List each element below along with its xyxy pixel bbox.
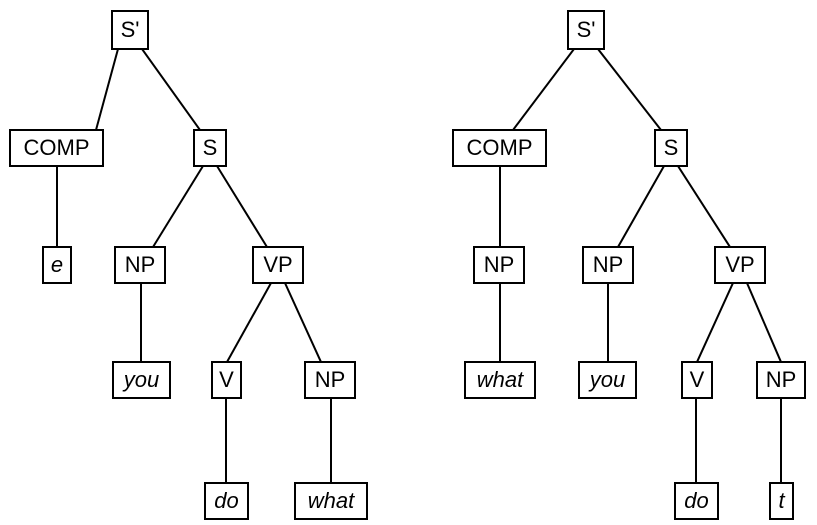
- node-box-R-NP1: [582, 246, 634, 284]
- node-label-R-do: do: [684, 488, 708, 513]
- tree-node-L-VP[interactable]: VP: [252, 246, 304, 284]
- tree-node-L-e[interactable]: e: [42, 246, 72, 284]
- node-label-L-S: S: [203, 135, 218, 160]
- node-box-L-e: [42, 246, 72, 284]
- tree-edge-R-Sbar-to-R-COMP: [511, 47, 576, 132]
- node-label-R-t: t: [778, 488, 785, 513]
- node-label-L-NP1: NP: [125, 252, 156, 277]
- tree-node-R-do[interactable]: do: [674, 482, 719, 520]
- tree-node-R-V[interactable]: V: [681, 361, 713, 399]
- node-label-L-what: what: [308, 488, 355, 513]
- node-label-L-Sbar: S': [121, 17, 140, 42]
- tree-edge-R-VP-to-R-V: [695, 281, 735, 364]
- node-label-L-VP: VP: [263, 252, 292, 277]
- edges-layer: [56, 47, 783, 484]
- d-structure-tree-edges: [56, 47, 332, 484]
- tree-node-L-NP2[interactable]: NP: [304, 361, 356, 399]
- node-label-R-you: you: [588, 367, 625, 392]
- tree-node-L-COMP[interactable]: COMP: [9, 129, 104, 167]
- tree-node-L-V[interactable]: V: [211, 361, 242, 399]
- s-structure-tree-edges: [499, 47, 783, 484]
- node-box-L-do: [204, 482, 249, 520]
- node-box-R-COMP: [452, 129, 547, 167]
- node-label-R-NP0: NP: [484, 252, 515, 277]
- node-box-L-what: [294, 482, 368, 520]
- node-label-R-S: S: [664, 135, 679, 160]
- node-label-L-V: V: [219, 367, 234, 392]
- node-box-R-do: [674, 482, 719, 520]
- node-box-R-S: [654, 129, 688, 167]
- node-box-R-t: [769, 482, 794, 520]
- tree-node-R-you[interactable]: you: [578, 361, 637, 399]
- node-label-L-you: you: [122, 367, 159, 392]
- tree-edge-L-VP-to-L-NP2: [283, 281, 323, 364]
- tree-edge-L-VP-to-L-V: [225, 281, 273, 364]
- node-box-R-VP: [714, 246, 766, 284]
- node-box-L-COMP: [9, 129, 104, 167]
- tree-node-L-Sbar[interactable]: S': [111, 10, 149, 50]
- node-label-R-COMP: COMP: [467, 135, 533, 160]
- tree-edge-L-Sbar-to-L-S: [140, 47, 202, 132]
- node-box-R-you: [578, 361, 637, 399]
- tree-node-R-COMP[interactable]: COMP: [452, 129, 547, 167]
- tree-node-L-S[interactable]: S: [193, 129, 227, 167]
- node-label-R-what: what: [477, 367, 524, 392]
- tree-edge-L-Sbar-to-L-COMP: [94, 47, 120, 132]
- tree-edge-R-S-to-R-VP: [676, 164, 732, 249]
- node-label-R-V: V: [690, 367, 705, 392]
- node-box-R-NP2: [756, 361, 806, 399]
- node-label-R-VP: VP: [725, 252, 754, 277]
- node-box-R-Sbar: [567, 10, 605, 50]
- node-box-R-what: [464, 361, 536, 399]
- node-label-L-do: do: [214, 488, 238, 513]
- node-box-L-S: [193, 129, 227, 167]
- tree-node-R-S[interactable]: S: [654, 129, 688, 167]
- node-label-L-COMP: COMP: [24, 135, 90, 160]
- tree-node-R-NP1[interactable]: NP: [582, 246, 634, 284]
- s-structure-tree-nodes: S' COMP S NP NP VP what you V NP do t: [452, 10, 806, 520]
- tree-node-R-VP[interactable]: VP: [714, 246, 766, 284]
- tree-node-L-what[interactable]: what: [294, 482, 368, 520]
- tree-node-L-NP1[interactable]: NP: [114, 246, 166, 284]
- tree-node-R-t[interactable]: t: [769, 482, 794, 520]
- node-label-R-Sbar: S': [577, 17, 596, 42]
- tree-node-L-you[interactable]: you: [112, 361, 171, 399]
- node-box-L-NP2: [304, 361, 356, 399]
- tree-edge-R-S-to-R-NP1: [616, 164, 666, 249]
- tree-edge-L-S-to-L-NP1: [151, 164, 205, 249]
- node-box-L-NP1: [114, 246, 166, 284]
- node-label-R-NP1: NP: [593, 252, 624, 277]
- node-label-L-NP2: NP: [315, 367, 346, 392]
- tree-node-R-NP2[interactable]: NP: [756, 361, 806, 399]
- tree-node-R-Sbar[interactable]: S': [567, 10, 605, 50]
- tree-edge-L-S-to-L-VP: [215, 164, 269, 249]
- node-box-R-NP0: [473, 246, 525, 284]
- tree-node-R-NP0[interactable]: NP: [473, 246, 525, 284]
- node-label-L-e: e: [51, 252, 63, 277]
- tree-node-R-what[interactable]: what: [464, 361, 536, 399]
- node-box-L-V: [211, 361, 242, 399]
- node-label-R-NP2: NP: [766, 367, 797, 392]
- node-box-R-V: [681, 361, 713, 399]
- tree-edge-R-VP-to-R-NP2: [745, 281, 783, 364]
- tree-edge-R-Sbar-to-R-S: [596, 47, 663, 132]
- node-box-L-you: [112, 361, 171, 399]
- node-box-L-Sbar: [111, 10, 149, 50]
- node-box-L-VP: [252, 246, 304, 284]
- tree-node-L-do[interactable]: do: [204, 482, 249, 520]
